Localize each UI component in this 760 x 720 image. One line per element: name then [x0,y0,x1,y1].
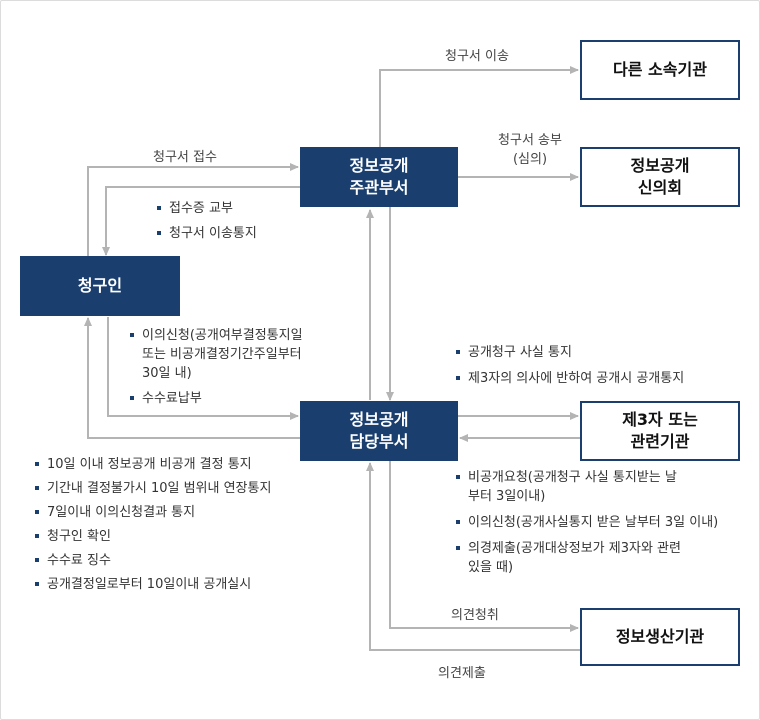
note-item: 청구서 이송통지 [157,224,257,243]
note-item: 의경제출(공개대상정보가 제3자와 관련 있을 때) [456,539,718,577]
arrow-notice-to-requester [102,186,300,256]
label-opinion-submit: 의견제출 [438,666,486,681]
note-item: 비공개요청(공개청구 사실 통지받는 날 부터 3일이내) [456,468,718,506]
notes-third-to-handling: 비공개요청(공개청구 사실 통지받는 날 부터 3일이내) 이의신청(공개사실통… [456,468,718,584]
label-receive: 청구서 접수 [153,150,217,165]
arrow-requester-to-handling [107,317,299,420]
label-transfer: 청구서 이송 [445,49,509,64]
box-main-dept: 정보공개 주관부서 [300,147,458,207]
note-item: 10일 이내 정보공개 비공개 결정 통지 [35,455,271,474]
notes-main-to-requester: 접수증 교부 청구서 이송통지 [157,199,257,249]
arrow-handling-to-requester [84,317,300,439]
box-other-agency: 다른 소속기관 [580,40,740,100]
label-opinion-request: 의견청취 [451,608,499,623]
box-requester: 청구인 [20,256,180,316]
arrow-receive [87,163,299,258]
note-item: 청구인 확인 [35,527,271,546]
label-send: 청구서 송부 (심의) [498,133,562,167]
box-committee: 정보공개 신의회 [580,147,740,207]
note-item: 공개청구 사실 통지 [456,343,684,362]
notes-requester-to-handling: 이의신청(공개여부결정통지일 또는 비공개결정기간주일부터 30일 내) 수수료… [130,326,303,414]
arrow-opinion-submit [366,462,580,651]
note-item: 이의신청(공개사실통지 받은 날부터 3일 이내) [456,513,718,532]
box-producer: 정보생산기관 [580,608,740,666]
note-item: 이의신청(공개여부결정통지일 또는 비공개결정기간주일부터 30일 내) [130,326,303,383]
note-item: 접수증 교부 [157,199,257,218]
note-item: 공개결정일로부터 10일이내 공개실시 [35,575,271,594]
arrow-to-other-agency [379,66,579,148]
box-third-party: 제3자 또는 관련기관 [580,401,740,461]
note-item: 제3자의 의사에 반하여 공개시 공개통지 [456,369,684,388]
note-item: 수수료 징수 [35,551,271,570]
notes-handling-to-requester: 10일 이내 정보공개 비공개 결정 통지 기간내 결정불가시 10일 범위내 … [35,455,271,599]
arrow-opinion-request [389,461,579,632]
note-item: 기간내 결정불가시 10일 범위내 연장통지 [35,479,271,498]
note-item: 수수료납부 [130,389,303,408]
notes-handling-to-third: 공개청구 사실 통지 제3자의 의사에 반하여 공개시 공개통지 [456,343,684,395]
box-handling-dept: 정보공개 담당부서 [300,401,458,461]
note-item: 7일이내 이의신청결과 통지 [35,503,271,522]
